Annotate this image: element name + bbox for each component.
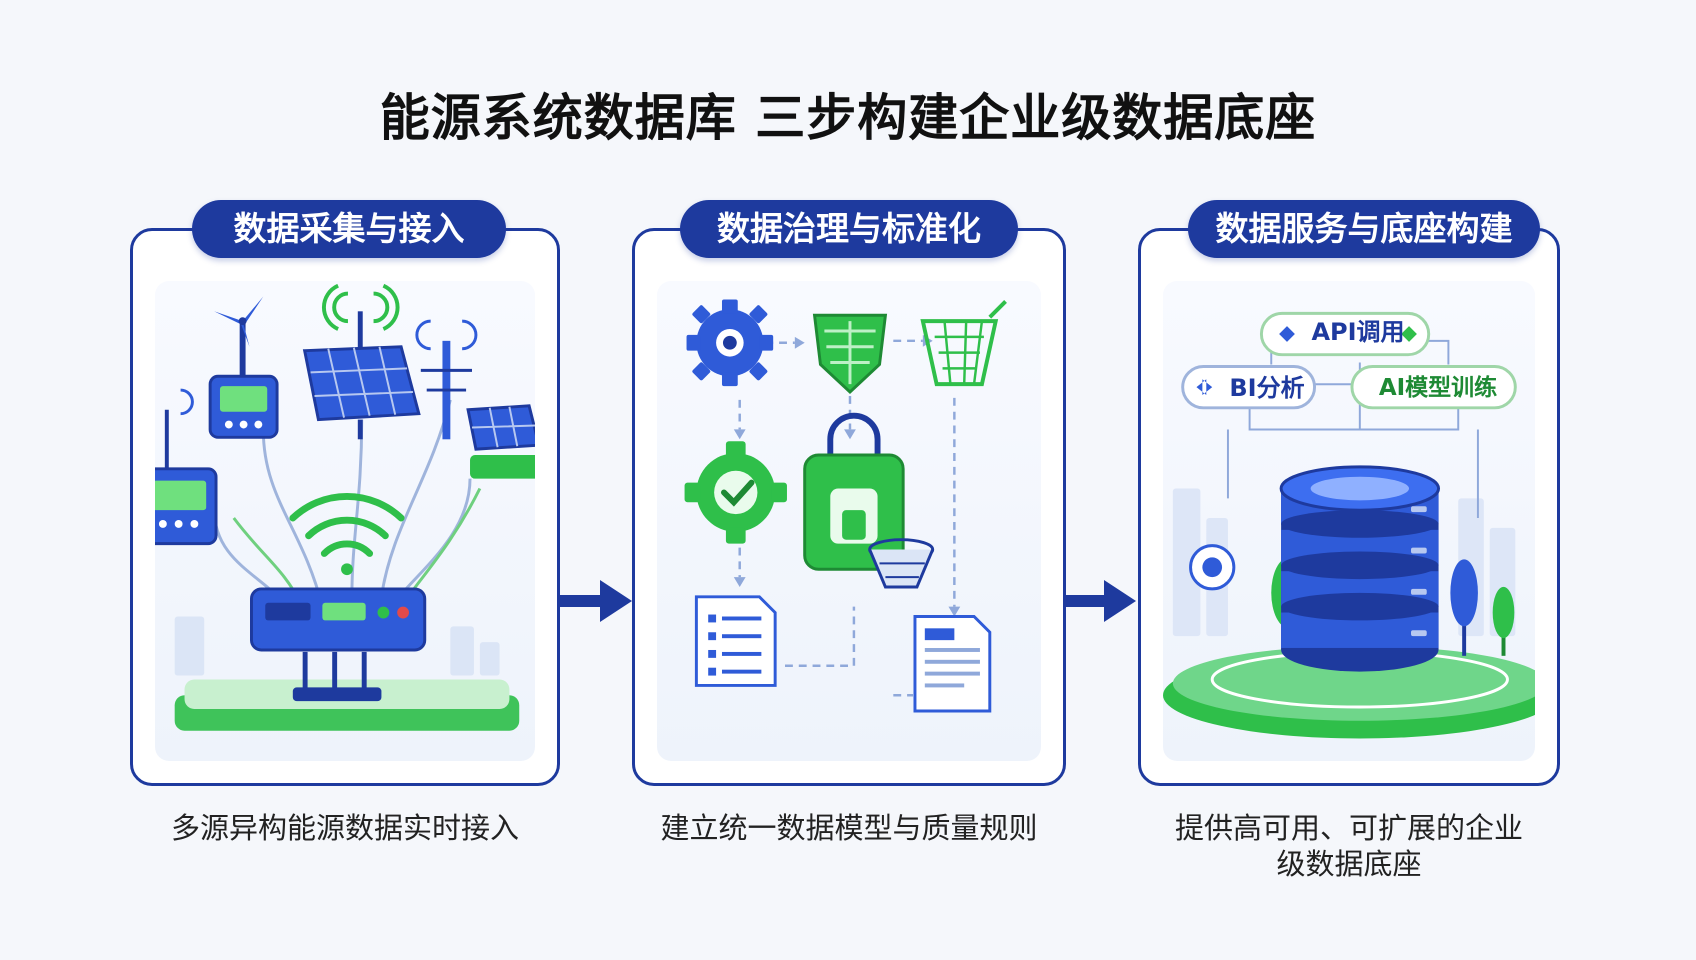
ai-training-pill: [1350, 365, 1517, 410]
caption-service-line2: 级数据底座: [1276, 847, 1422, 881]
tab-service: 数据服务与底座构建: [1188, 200, 1540, 258]
arrow-right-icon: [1064, 580, 1136, 622]
meter-icon: [208, 374, 279, 439]
step-card-governance: [632, 228, 1066, 786]
lock-icon: [803, 412, 905, 571]
caption-service-line1: 提供高可用、可扩展的企业: [1174, 811, 1523, 845]
caption-service: 提供高可用、可扩展的企业 级数据底座: [1138, 810, 1560, 882]
ground-platform-icon: [174, 679, 520, 731]
tree-icon: [1450, 559, 1478, 656]
collection-scene: [155, 283, 535, 731]
document-icon: [694, 595, 777, 687]
api-call-label: API调用: [1311, 318, 1405, 346]
database-icon: [1279, 465, 1441, 672]
governance-scene: [684, 299, 1007, 713]
solar-panel-icon: [466, 404, 535, 479]
service-illustration: API调用 BI分析 AI模型训练: [1163, 281, 1535, 761]
node-icon: [1189, 544, 1236, 591]
bi-analysis-pill: [1181, 365, 1317, 410]
shield-icon: [812, 313, 888, 395]
collection-illustration: [155, 281, 535, 761]
arrow-right-icon: [560, 580, 632, 622]
bi-analysis-label: BI分析: [1229, 374, 1305, 402]
island-platform-icon: [1163, 645, 1535, 739]
step-card-collection: [130, 228, 560, 786]
step-card-service: API调用 BI分析 AI模型训练: [1138, 228, 1560, 786]
antenna-icon: [415, 319, 478, 440]
governance-illustration: [657, 281, 1041, 761]
wind-turbine-icon: [214, 296, 264, 381]
gear-icon: [686, 299, 774, 387]
meter-icon: [155, 467, 218, 546]
wifi-icon: [289, 493, 405, 576]
check-gear-icon: [684, 441, 787, 544]
gateway-icon: [250, 587, 427, 702]
service-scene: [1163, 311, 1535, 739]
page-title: 能源系统数据库 三步构建企业级数据底座: [379, 89, 1317, 147]
tab-collection: 数据采集与接入: [192, 200, 506, 258]
antenna-icon: [321, 283, 400, 351]
ai-training-label: AI模型训练: [1378, 375, 1498, 401]
basket-icon: [868, 538, 935, 589]
api-call-pill: [1259, 311, 1431, 357]
tab-governance: 数据治理与标准化: [680, 200, 1018, 258]
antenna-icon: [164, 388, 194, 469]
caption-collection: 多源异构能源数据实时接入: [170, 811, 519, 845]
caption-governance: 建立统一数据模型与质量规则: [660, 811, 1038, 845]
document-icon: [913, 615, 992, 713]
solar-panel-icon: [302, 345, 421, 440]
basket-icon: [920, 300, 1007, 387]
tree-icon: [1492, 586, 1515, 656]
